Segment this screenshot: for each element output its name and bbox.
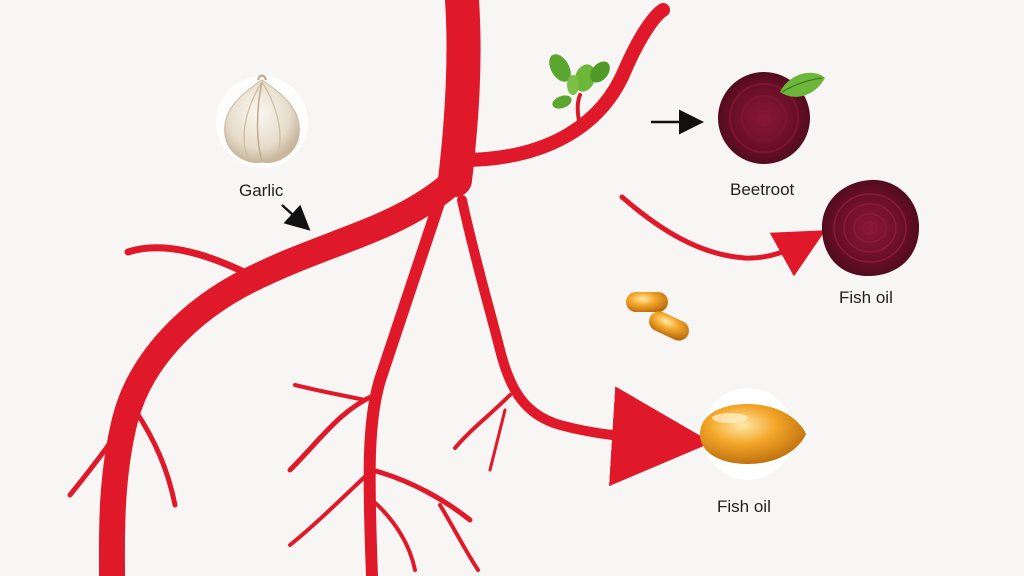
vessel-center-left-twig4 — [288, 468, 374, 547]
vessel-left-upper — [124, 244, 254, 279]
vessel-twig — [575, 93, 582, 130]
label-fish-oil-top: Fish oil — [839, 288, 893, 307]
vessel-right-branch — [455, 3, 670, 167]
vessel-center-right — [457, 195, 712, 487]
vessel-center-right-twig1 — [453, 393, 512, 450]
garlic-icon — [216, 74, 308, 168]
vessel-left-main — [98, 167, 468, 576]
beetroot-icon — [718, 72, 825, 164]
vessel-center-left-twig3 — [369, 467, 473, 523]
vessel-left-twig-b — [132, 407, 178, 508]
vessel-center-left-twig6 — [438, 503, 480, 572]
blood-vessel-tree — [67, 0, 826, 576]
vessel-center-left-twig2 — [293, 383, 367, 402]
herb-sprig-icon — [549, 54, 610, 109]
label-fish-oil-bottom: Fish oil — [717, 497, 771, 516]
vessel-center-right-twig2 — [488, 408, 507, 472]
vessel-left-twig-a — [67, 417, 128, 498]
vessel-center-left-twig1 — [287, 392, 378, 473]
vessel-center-left — [363, 194, 446, 576]
vessel-arrow-beet — [619, 194, 826, 277]
beet-slice-icon — [821, 179, 920, 277]
label-garlic: Garlic — [239, 181, 284, 200]
fish-oil-capsules-icon — [626, 292, 689, 341]
fish-oil-capsule-icon — [700, 388, 806, 480]
label-beetroot: Beetroot — [730, 180, 795, 199]
vessel-center-left-twig5 — [370, 498, 417, 572]
arrow-garlic — [281, 204, 311, 231]
